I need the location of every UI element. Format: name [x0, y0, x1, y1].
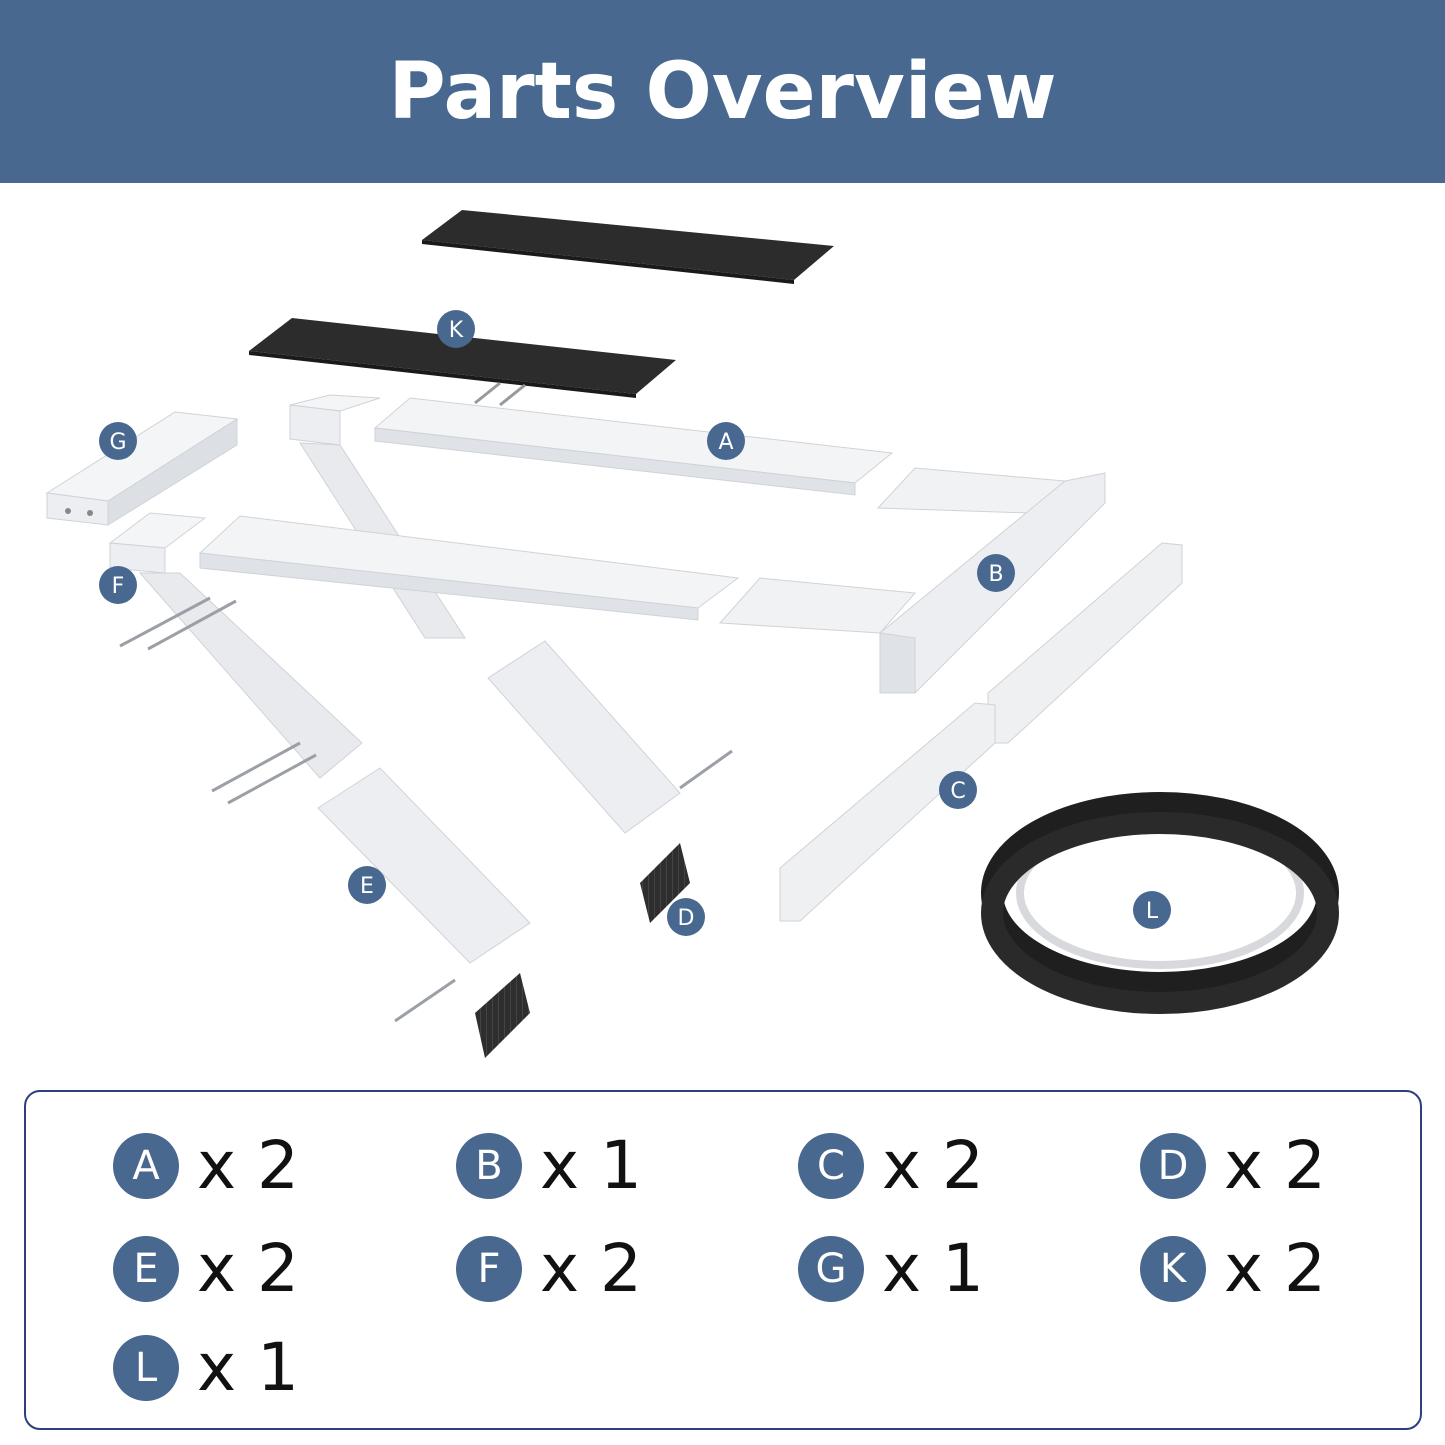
legend-qty: x 2 [197, 1230, 300, 1307]
legend-qty: x 2 [1224, 1127, 1327, 1204]
bolt-icon [679, 749, 733, 790]
callout-k: K [437, 310, 475, 348]
adhesive-strap-l [981, 792, 1339, 1014]
legend-qty: x 2 [540, 1230, 643, 1307]
legend-badge: A [113, 1133, 179, 1199]
connector-block-g [45, 411, 239, 526]
bolt-icon [227, 753, 317, 805]
brace-e-right [487, 640, 681, 834]
callout-l: L [1133, 891, 1171, 929]
legend-badge: G [798, 1236, 864, 1302]
parts-illustration: K G A F B C E D [45, 210, 1339, 1058]
legend-item-f: F x 2 [456, 1233, 642, 1305]
legend-qty: x 2 [1224, 1230, 1327, 1307]
bolt-icon [394, 978, 456, 1023]
support-arm-a-front [108, 512, 740, 779]
svg-text:B: B [988, 562, 1003, 587]
legend-badge: E [113, 1236, 179, 1302]
rubber-foot-d-lower [475, 973, 530, 1058]
legend-badge: F [456, 1236, 522, 1302]
brace-e-left [317, 767, 531, 964]
legend-badge: K [1140, 1236, 1206, 1302]
callout-a: A [707, 422, 745, 460]
callout-f: F [99, 566, 137, 604]
svg-text:D: D [678, 906, 695, 931]
rubber-pad-k-bottom [249, 318, 676, 398]
legend-item-l: L x 1 [113, 1332, 299, 1404]
svg-text:C: C [950, 779, 965, 804]
extension-tube-c [779, 542, 1183, 922]
svg-text:F: F [112, 574, 125, 599]
callout-g: G [99, 422, 137, 460]
legend-qty: x 1 [882, 1230, 985, 1307]
legend-item-k: K x 2 [1140, 1233, 1326, 1305]
parts-legend: A x 2 B x 1 C x 2 D x 2 E x 2 F x 2 G x … [24, 1090, 1422, 1430]
rubber-pad-k-top [422, 210, 834, 284]
svg-text:G: G [109, 430, 126, 455]
svg-text:E: E [360, 874, 374, 899]
legend-qty: x 1 [540, 1127, 643, 1204]
legend-qty: x 2 [882, 1127, 985, 1204]
legend-badge: B [456, 1133, 522, 1199]
legend-item-g: G x 1 [798, 1233, 984, 1305]
legend-badge: C [798, 1133, 864, 1199]
svg-text:L: L [1146, 899, 1159, 924]
svg-text:K: K [449, 318, 464, 343]
bolt-icon [147, 599, 237, 651]
legend-badge: D [1140, 1133, 1206, 1199]
svg-text:A: A [718, 430, 733, 455]
legend-qty: x 1 [197, 1329, 300, 1406]
bolt-icon [211, 741, 301, 793]
legend-item-c: C x 2 [798, 1130, 984, 1202]
callout-c: C [939, 771, 977, 809]
rubber-foot-d-upper [640, 843, 690, 923]
callout-e: E [348, 866, 386, 904]
bolt-icon [119, 596, 211, 648]
legend-item-a: A x 2 [113, 1130, 299, 1202]
parts-diagram: K G A F B C E D [0, 183, 1445, 1083]
callout-b: B [977, 554, 1015, 592]
legend-item-d: D x 2 [1140, 1130, 1326, 1202]
support-arm-a-rear [289, 394, 894, 639]
legend-item-e: E x 2 [113, 1233, 299, 1305]
callout-d: D [667, 898, 705, 936]
header-banner: Parts Overview [0, 0, 1445, 183]
legend-item-b: B x 1 [456, 1130, 642, 1202]
page-title: Parts Overview [388, 46, 1057, 137]
legend-qty: x 2 [197, 1127, 300, 1204]
legend-badge: L [113, 1335, 179, 1401]
